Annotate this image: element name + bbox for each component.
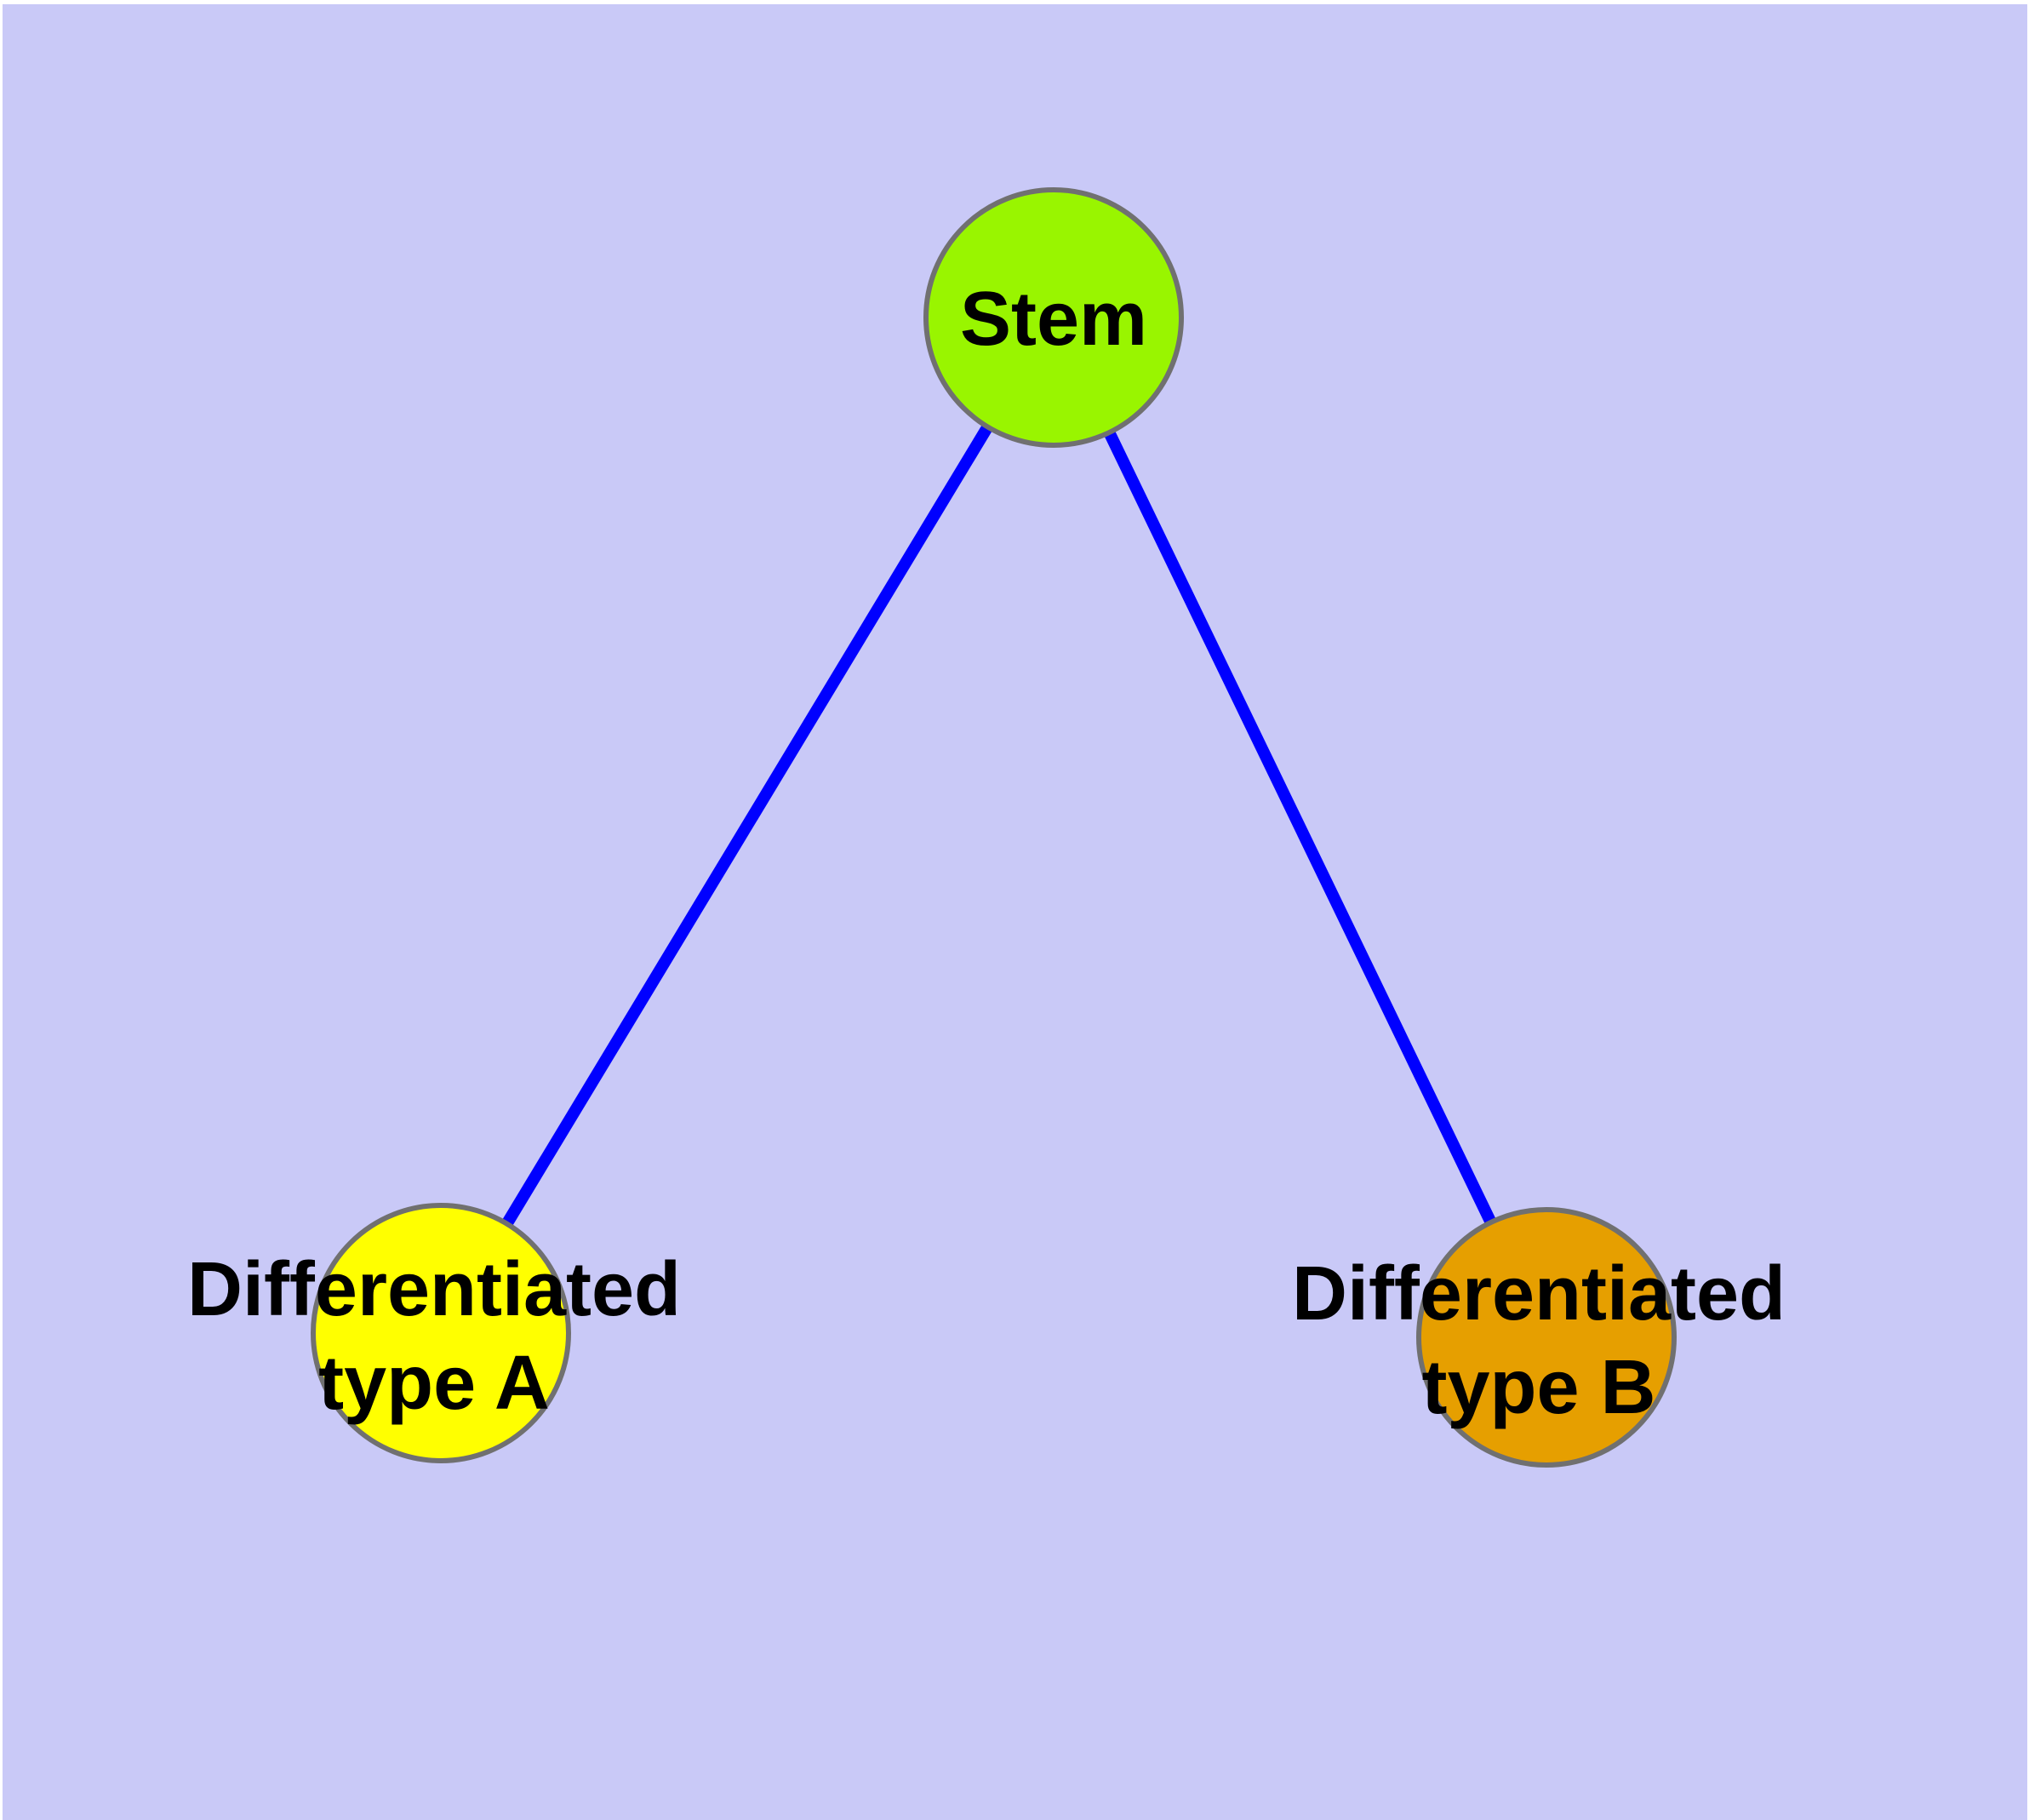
type-b-node-label-line-2: type B: [1421, 1345, 1655, 1430]
type-a-node-label-line-1: Differentiated: [187, 1247, 681, 1332]
type-a-node: [311, 1203, 571, 1463]
edge-stem-to-type-b: [1048, 314, 1552, 1341]
type-b-node: [1416, 1207, 1677, 1468]
type-a-node-label-line-2: type A: [318, 1341, 550, 1426]
stem-node-label: Stem: [960, 277, 1147, 362]
stem-node: [923, 187, 1184, 448]
type-b-node-label-line-1: Differentiated: [1292, 1251, 1786, 1336]
edge-stem-to-type-a: [436, 314, 1059, 1336]
